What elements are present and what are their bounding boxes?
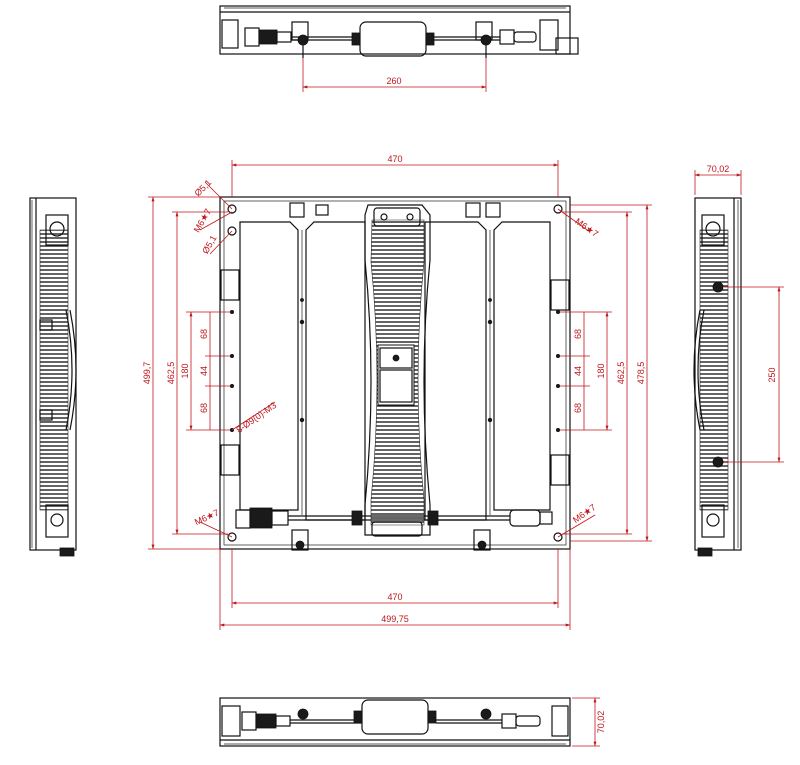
dim-470-top: 470 xyxy=(387,154,402,164)
cabinet-outline xyxy=(219,196,571,550)
dim-68-b-left: 68 xyxy=(199,403,209,413)
right-side-view: 70,02 250 xyxy=(693,164,784,557)
dim-499-75: 499,75 xyxy=(381,614,409,624)
bottom-view: 70,02 xyxy=(219,697,606,747)
label-m6-bottom-left: M6★7 xyxy=(193,507,220,527)
right-latch-lower xyxy=(712,456,724,468)
dim-70-right: 70,02 xyxy=(707,164,730,174)
dim-68-a-left: 68 xyxy=(199,329,209,339)
front-cable-assembly xyxy=(235,507,553,551)
front-view: 470 470 499,75 499,7 462,5 180 68 44 68 xyxy=(142,154,652,630)
dim-180-left: 180 xyxy=(180,363,190,378)
label-phi-5-1-a: Ø5,1 xyxy=(192,177,213,198)
label-phi-5-1-b: Ø5,1 xyxy=(200,234,218,256)
top-power-box xyxy=(359,21,427,57)
top-latch-left xyxy=(291,21,309,58)
top-connector-left xyxy=(244,27,292,47)
top-latch-right xyxy=(475,21,493,58)
dim-499-7: 499,7 xyxy=(142,362,152,385)
dim-180-right: 180 xyxy=(596,363,606,378)
dim-44-right: 44 xyxy=(573,366,583,376)
dim-68-a-right: 68 xyxy=(573,329,583,339)
magnet-holes-left xyxy=(229,309,234,432)
label-m6-top-right: M6★7 xyxy=(573,216,600,239)
central-heatsink xyxy=(364,204,431,537)
right-latch-upper xyxy=(712,281,724,293)
dim-250: 250 xyxy=(767,367,777,382)
magnet-holes-right xyxy=(556,309,561,432)
top-connector-right xyxy=(499,29,537,45)
dim-462-5-left: 462,5 xyxy=(166,362,176,385)
dim-470-bottom: 470 xyxy=(387,592,402,602)
dim-260: 260 xyxy=(386,76,401,86)
bottom-power-box xyxy=(361,699,429,735)
dim-462-5-right: 462,5 xyxy=(616,362,626,385)
top-view: 260 xyxy=(219,5,579,92)
left-side-view xyxy=(29,197,77,557)
dim-70-bottom: 70,02 xyxy=(596,711,606,734)
dim-44-left: 44 xyxy=(199,366,209,376)
dim-478-5: 478,5 xyxy=(636,362,646,385)
label-magnet-spec: 8-Ø9(0)-M3 xyxy=(234,400,278,435)
label-m6-top-left: M6★7 xyxy=(192,207,213,234)
dim-68-b-right: 68 xyxy=(573,403,583,413)
